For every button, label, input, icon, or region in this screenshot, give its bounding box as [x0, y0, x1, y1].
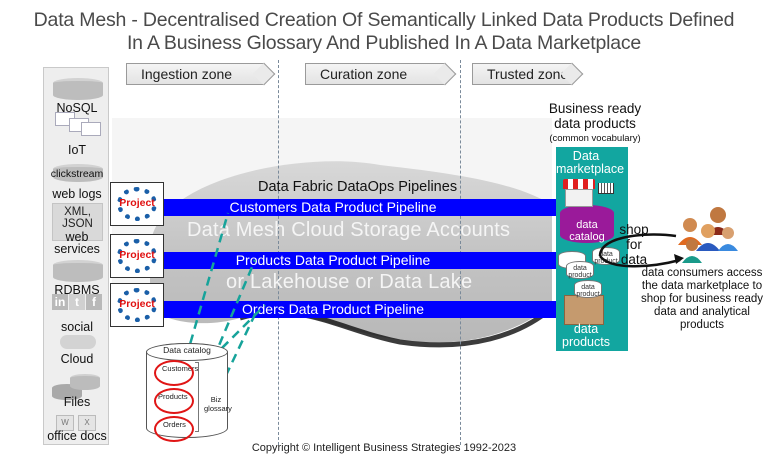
source-web-services: web services: [54, 230, 100, 256]
business-ready-title: Business ready data products: [548, 101, 642, 131]
zone-ingestion: Ingestion zone: [126, 63, 264, 85]
data-consumers-icon: [678, 207, 738, 263]
twitter-icon: t: [69, 294, 85, 310]
diagram-title-line-1: Data Mesh - Decentralised Creation Of Se…: [33, 9, 735, 31]
team-ring-icon: [117, 239, 157, 273]
data-sources-panel: NoSQL IoT clickstream web logs XML, JSON…: [43, 67, 109, 445]
diagram-title-line-2: In A Business Glossary And Published In …: [126, 32, 642, 54]
link-products: [194, 259, 257, 401]
office-docs-icon: W X: [54, 415, 100, 431]
files-icon-back: [70, 374, 100, 390]
project-orders: Project: [110, 283, 164, 327]
highlight-orders: [154, 416, 194, 442]
zone-trusted-label: Trusted zone: [487, 66, 569, 82]
zone-ingestion-label: Ingestion zone: [141, 66, 233, 82]
source-social: social: [61, 320, 93, 334]
team-ring-icon: [117, 187, 157, 221]
data-product-label: data product: [568, 265, 592, 279]
facebook-icon: f: [86, 294, 102, 310]
catalog-database-icon: [560, 205, 614, 243]
highlight-products: [154, 388, 194, 414]
clickstream-database-icon: [53, 164, 103, 182]
project-label: Project: [119, 298, 155, 310]
zone-trusted: Trusted zone: [472, 63, 572, 85]
common-vocabulary-label: (common vocabulary): [549, 133, 641, 144]
data-product-label: data product: [576, 284, 600, 298]
source-iot: IoT: [67, 143, 87, 157]
xml-json-box-icon: XML, JSON: [52, 203, 103, 241]
linkedin-icon: in: [52, 294, 68, 310]
project-customers: Project: [110, 182, 164, 226]
data-product-icon: data product: [566, 261, 594, 279]
source-files: Files: [63, 395, 91, 409]
data-products-label: data products: [562, 322, 610, 349]
pipeline-products: Products Data Product Pipeline: [113, 246, 580, 274]
social-media-icon: in t f: [52, 294, 102, 314]
project-label: Project: [119, 197, 155, 209]
shopping-cart-icon: [598, 183, 614, 194]
source-office-docs: office docs: [47, 429, 107, 443]
source-clickstream: clickstream: [50, 168, 104, 180]
biz-glossary-label: Biz glossary: [204, 395, 232, 413]
source-xml-json: XML, JSON: [62, 206, 93, 230]
excel-doc-icon: X: [78, 415, 96, 431]
pipeline-customers-label: Customers Data Product Pipeline: [229, 199, 437, 215]
product-box-icon: [564, 295, 604, 325]
data-catalog-label: data catalog: [569, 219, 605, 243]
marketplace-title: Data marketplace: [556, 149, 625, 176]
store-awning-icon: [563, 179, 595, 189]
data-catalog-cylinder-top: [146, 343, 228, 361]
rdbms-database-icon: [53, 260, 103, 282]
team-ring-icon: [117, 288, 157, 322]
source-web-logs: web logs: [52, 187, 102, 201]
nosql-database-icon: [53, 78, 103, 100]
source-nosql: NoSQL: [56, 101, 98, 115]
source-rdbms: RDBMS: [54, 283, 100, 297]
shop-for-data-label: shop for data: [619, 222, 649, 267]
word-doc-icon: W: [56, 415, 74, 431]
storage-accounts-label: Data Mesh Cloud Storage Accounts: [187, 219, 511, 241]
link-customers: [180, 212, 230, 373]
data-product-icon: data product: [574, 280, 602, 298]
project-products: Project: [110, 234, 164, 278]
copyright-notice: Copyright © Intelligent Business Strateg…: [251, 442, 517, 454]
data-fabric-label: Data Fabric DataOps Pipelines: [258, 179, 458, 195]
store-icon: [565, 189, 593, 207]
glossary-bracket: [195, 362, 199, 432]
source-cloud: Cloud: [60, 352, 94, 366]
data-consumers-description: data consumers access the data marketpla…: [640, 267, 764, 331]
highlight-customers: [154, 360, 194, 386]
cloud-icon: [60, 335, 96, 349]
pipeline-products-label: Products Data Product Pipeline: [235, 252, 431, 268]
data-catalog-title: Data catalog: [163, 345, 211, 355]
project-label: Project: [119, 249, 155, 261]
lakehouse-label: or Lakehouse or Data Lake: [226, 271, 473, 293]
zone-curation: Curation zone: [305, 63, 445, 85]
zone-curation-label: Curation zone: [320, 66, 408, 82]
iot-devices-icon: [55, 112, 101, 138]
pipeline-orders-label: Orders Data Product Pipeline: [241, 301, 425, 317]
